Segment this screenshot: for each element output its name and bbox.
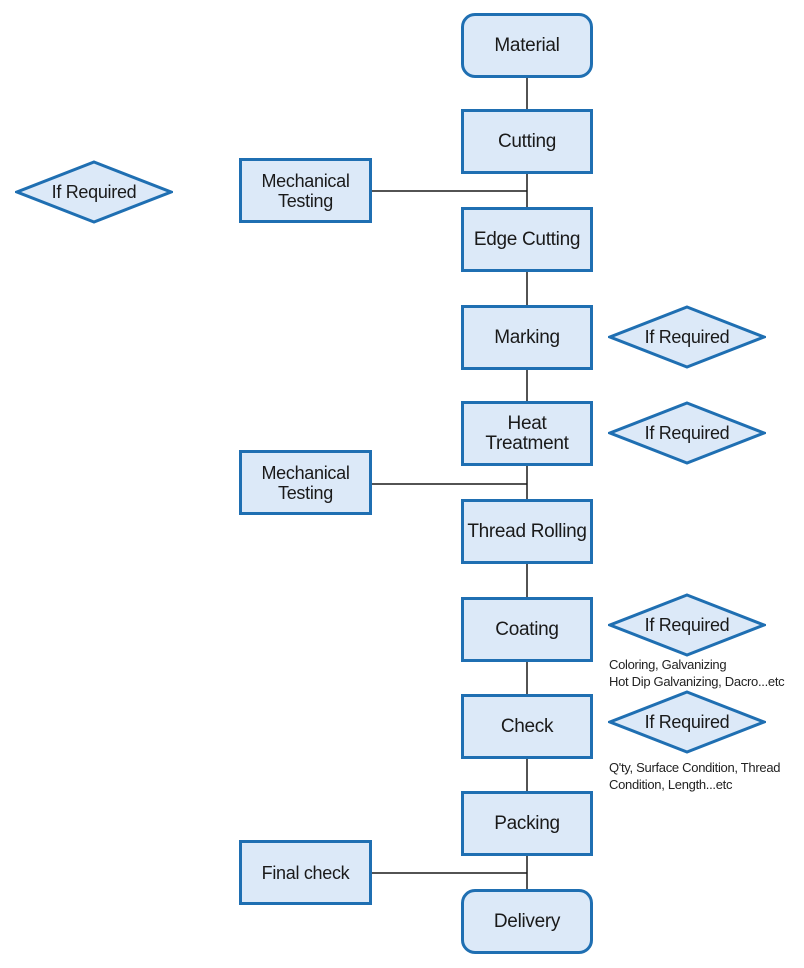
if-required-diamond-marking: If Required <box>608 305 766 369</box>
packing-box: Packing <box>461 791 593 856</box>
if-required-label-top-left: If Required <box>51 181 137 202</box>
edge-cutting-label: Edge Cutting <box>473 228 581 250</box>
coating-label: Coating <box>495 618 559 640</box>
if-required-diamond-check: If Required <box>608 690 766 754</box>
if-required-label-check: If Required <box>644 711 730 732</box>
if-required-label-heat-treatment: If Required <box>644 422 730 443</box>
coating-box: Coating <box>461 597 593 662</box>
delivery-label: Delivery <box>493 910 561 932</box>
if-required-diamond-heat-treatment: If Required <box>608 401 766 465</box>
mechanical-testing-box-1: Mechanical Testing <box>239 158 372 223</box>
marking-label: Marking <box>494 326 560 348</box>
mechanical-testing-label-2: Mechanical Testing <box>261 462 350 503</box>
material-label: Material <box>494 34 560 56</box>
marking-box: Marking <box>461 305 593 370</box>
packing-label: Packing <box>494 812 560 834</box>
delivery-box: Delivery <box>461 889 593 954</box>
coating-note: Coloring, Galvanizing Hot Dip Galvanizin… <box>609 657 785 689</box>
final-check-label: Final check <box>261 862 350 883</box>
if-required-diamond-top-left: If Required <box>15 160 173 224</box>
edge-cutting-box: Edge Cutting <box>461 207 593 272</box>
heat-treatment-label: Heat Treatment <box>485 412 569 454</box>
if-required-diamond-coating: If Required <box>608 593 766 657</box>
check-label: Check <box>500 715 554 737</box>
thread-rolling-label: Thread Rolling <box>467 520 587 542</box>
cutting-label: Cutting <box>497 130 557 152</box>
cutting-box: Cutting <box>461 109 593 174</box>
check-box: Check <box>461 694 593 759</box>
check-note: Q'ty, Surface Condition, Thread Conditio… <box>609 760 781 792</box>
if-required-label-marking: If Required <box>644 326 730 347</box>
if-required-label-coating: If Required <box>644 614 730 635</box>
thread-rolling-box: Thread Rolling <box>461 499 593 564</box>
mechanical-testing-box-2: Mechanical Testing <box>239 450 372 515</box>
heat-treatment-box: Heat Treatment <box>461 401 593 466</box>
mechanical-testing-label-1: Mechanical Testing <box>261 170 350 211</box>
material-box: Material <box>461 13 593 78</box>
final-check-box: Final check <box>239 840 372 905</box>
